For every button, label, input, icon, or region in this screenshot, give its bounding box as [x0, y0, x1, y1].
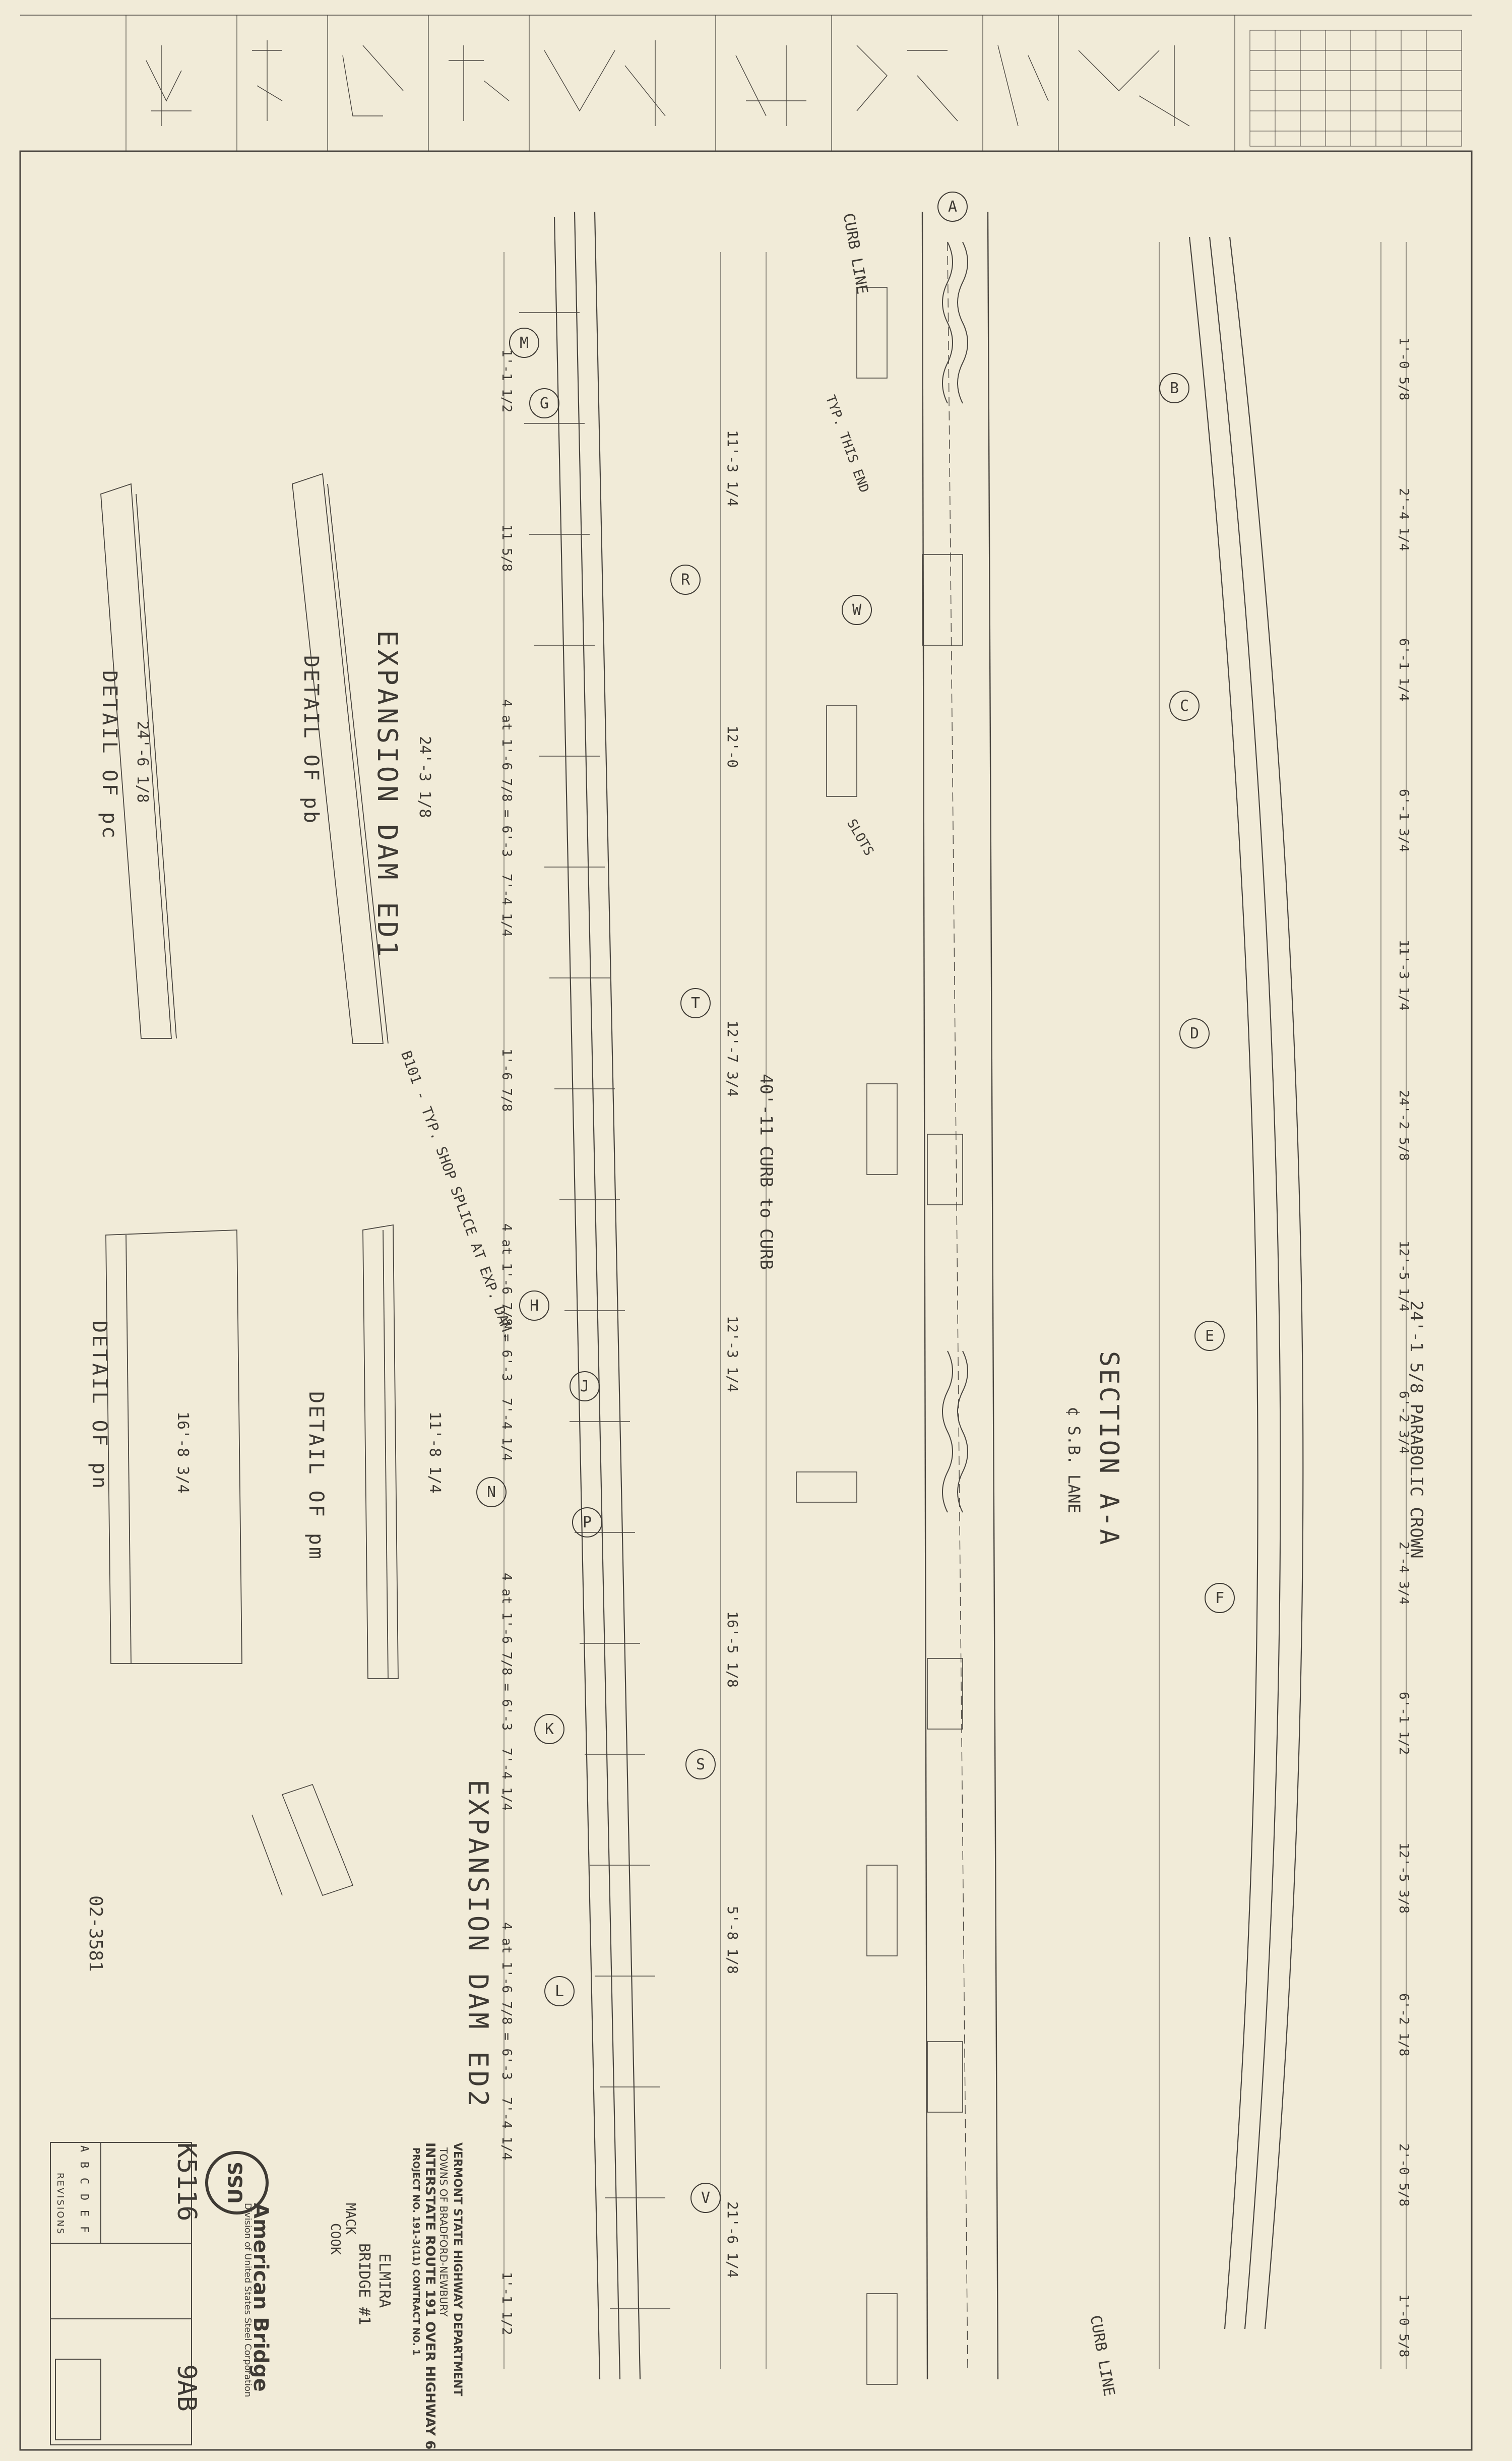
checked-by: COOK	[328, 2223, 343, 2255]
bridge-name: BRIDGE #1	[355, 2243, 373, 2325]
section-mark-m: M	[509, 328, 539, 358]
title-block-grid	[50, 2142, 192, 2445]
section-mark-v: V	[690, 2183, 721, 2213]
section-mark-r: R	[670, 565, 701, 595]
fabricating-plant: ELMIRA	[375, 2253, 393, 2308]
dam-left-band	[553, 211, 641, 2380]
dam-center-joint	[921, 211, 999, 2380]
detail-pn-shape	[105, 1229, 242, 1664]
revision-letter: F	[78, 2226, 91, 2233]
finger-joints	[942, 241, 968, 1513]
company-division: Division of United States Steel Corporat…	[242, 2203, 253, 2397]
section-mark-s: S	[685, 1749, 716, 1779]
revision-letter: B	[78, 2161, 91, 2169]
section-mark-n: N	[476, 1477, 507, 1507]
section-mark-l: L	[544, 1976, 575, 2006]
revision-letter: D	[78, 2193, 91, 2201]
dimension-lines	[503, 242, 1407, 2369]
section-mark-d: D	[1179, 1018, 1210, 1049]
section-mark-e: E	[1194, 1321, 1225, 1351]
order-number: K5116	[171, 2142, 202, 2222]
section-mark-h: H	[519, 1290, 549, 1321]
section-mark-b: B	[1159, 373, 1189, 403]
section-mark-f: F	[1205, 1583, 1235, 1613]
title-block-towns: TOWNS OF BRADFORD-NEWBURY	[437, 2147, 450, 2317]
section-mark-k: K	[534, 1714, 564, 1744]
sheet-number: 9AB	[171, 2364, 202, 2412]
detail-pm-shape	[362, 1224, 399, 1679]
section-mark-w: W	[842, 595, 872, 625]
detail-pb-shape	[292, 473, 389, 1044]
section-mark-j: J	[570, 1371, 600, 1401]
section-mark-c: C	[1169, 691, 1200, 721]
uss-logo: USS	[205, 2151, 269, 2214]
title-block: VERMONT STATE HIGHWAY DEPARTMENT TOWNS O…	[50, 2142, 605, 2449]
title-block-route: INTERSTATE ROUTE 191 OVER HIGHWAY 6	[422, 2142, 437, 2450]
revision-letter: E	[78, 2209, 91, 2217]
dam-right-band	[1188, 236, 1304, 2329]
detail-pc-shape	[100, 483, 177, 1039]
splice-plates	[796, 287, 963, 2385]
detail-w-shape	[251, 1784, 354, 1896]
section-mark-t: T	[680, 988, 711, 1018]
section-mark-p: P	[572, 1507, 602, 1537]
title-block-dept: VERMONT STATE HIGHWAY DEPARTMENT	[451, 2142, 464, 2396]
weld-symbol-strip	[20, 15, 1472, 152]
svg-text:USS: USS	[225, 2162, 247, 2204]
revision-letter: A	[78, 2145, 91, 2152]
drawn-by: MACK	[343, 2203, 358, 2235]
left-band-stiffeners	[519, 312, 670, 2309]
revision-letter: C	[78, 2177, 91, 2185]
section-mark-a: A	[937, 192, 968, 222]
title-block-project: PROJECT NO. 191-3(11) CONTRACT NO. 1	[411, 2147, 421, 2356]
revisions-label: REVISIONS	[55, 2173, 66, 2236]
section-mark-g: G	[529, 388, 559, 418]
